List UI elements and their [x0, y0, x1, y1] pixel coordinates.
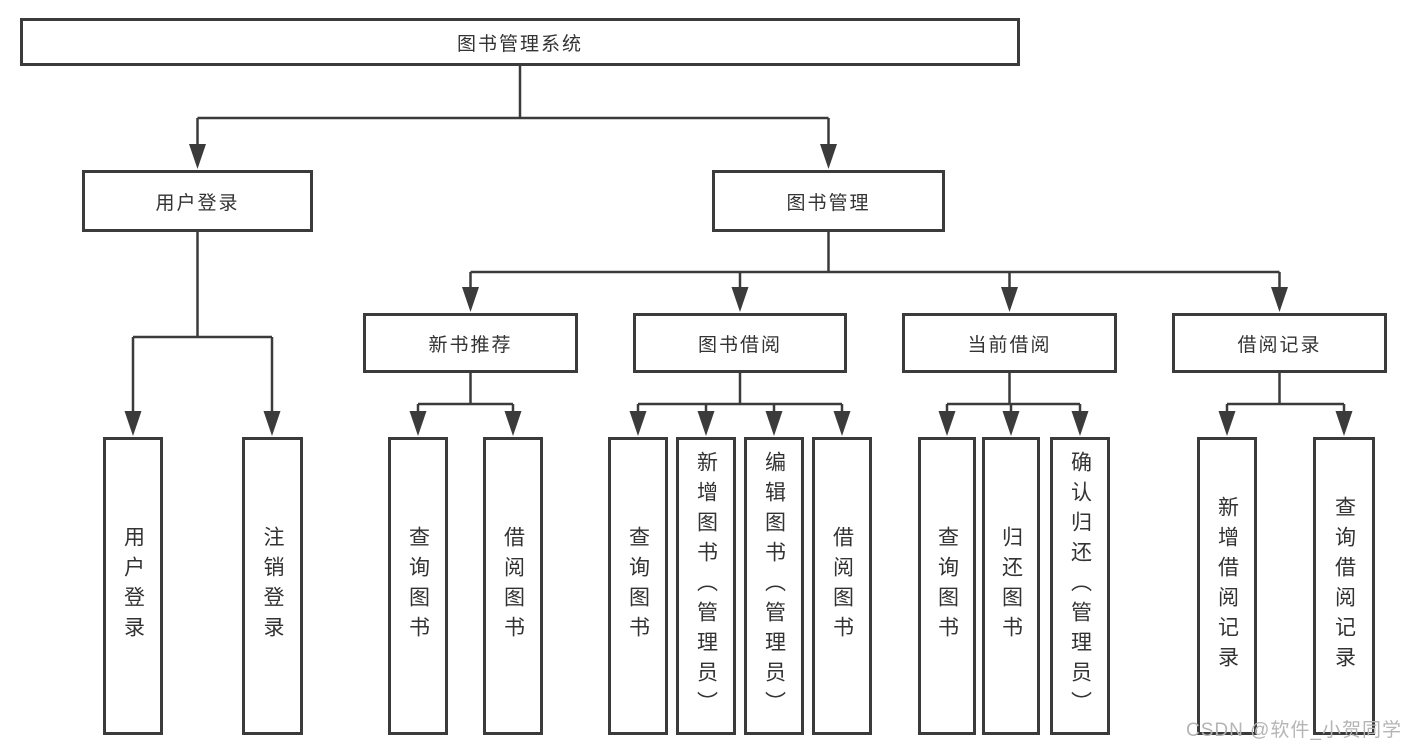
leaf-logout: 注销登录	[242, 437, 303, 735]
node-book-management-label: 图书管理	[786, 192, 871, 214]
leaf-recommend-borrow-books: 借阅图书	[483, 437, 543, 735]
leaf-recommend-borrow-books-label: 借阅图书	[501, 526, 525, 646]
leaf-logout-label: 注销登录	[261, 526, 284, 646]
leaf-borrowing-query-books: 查询图书	[608, 437, 668, 735]
connector-current-to-leaves	[938, 373, 1089, 436]
node-user-login-label: 用户登录	[155, 192, 240, 214]
node-book-borrowing: 图书借阅	[633, 313, 847, 373]
leaf-add-borrow-record: 新增借阅记录	[1197, 437, 1257, 735]
leaf-edit-books-admin-label: 编辑图书（管理员）	[762, 451, 786, 721]
leaf-recommend-query-books-label: 查询图书	[406, 526, 430, 646]
node-current-borrowing: 当前借阅	[902, 313, 1117, 373]
node-new-book-recommend-label: 新书推荐	[428, 334, 513, 356]
leaf-confirm-return-admin: 确认归还（管理员）	[1050, 437, 1110, 735]
connector-records-to-leaves	[1218, 373, 1353, 436]
node-root: 图书管理系统	[20, 18, 1020, 66]
leaf-borrowing-query-books-label: 查询图书	[626, 526, 650, 646]
leaf-add-borrow-record-label: 新增借阅记录	[1215, 496, 1239, 676]
leaf-user-login-label: 用户登录	[121, 526, 145, 646]
node-root-label: 图书管理系统	[456, 33, 583, 55]
leaf-add-books-admin: 新增图书（管理员）	[676, 437, 736, 735]
leaf-return-books: 归还图书	[982, 437, 1040, 735]
leaf-edit-books-admin: 编辑图书（管理员）	[744, 437, 804, 735]
leaf-query-borrow-record-label: 查询借阅记录	[1332, 496, 1356, 676]
connector-rec-to-leaves	[409, 373, 522, 436]
leaf-borrowing-borrow-books-label: 借阅图书	[830, 526, 854, 646]
connector-login-to-leaves	[124, 232, 281, 436]
leaf-recommend-query-books: 查询图书	[388, 437, 448, 735]
leaf-user-login: 用户登录	[103, 437, 163, 735]
leaf-add-books-admin-label: 新增图书（管理员）	[694, 451, 718, 721]
node-user-login: 用户登录	[82, 170, 313, 232]
leaf-query-borrow-record: 查询借阅记录	[1313, 437, 1375, 735]
leaf-return-books-label: 归还图书	[999, 526, 1023, 646]
connector-mgmt-to-level3	[462, 232, 1288, 312]
connector-borrow-to-leaves	[629, 373, 851, 436]
leaf-current-query-books: 查询图书	[918, 437, 976, 735]
node-borrowing-records-label: 借阅记录	[1237, 334, 1322, 356]
node-new-book-recommend: 新书推荐	[363, 313, 578, 373]
node-book-management: 图书管理	[712, 170, 945, 232]
connector-root-to-level2	[189, 66, 837, 169]
leaf-borrowing-borrow-books: 借阅图书	[812, 437, 872, 735]
csdn-watermark: CSDN @软件_小贺同学	[1186, 720, 1402, 741]
leaf-current-query-books-label: 查询图书	[935, 526, 959, 646]
node-current-borrowing-label: 当前借阅	[967, 334, 1052, 356]
node-book-borrowing-label: 图书借阅	[697, 334, 782, 356]
leaf-confirm-return-admin-label: 确认归还（管理员）	[1068, 451, 1092, 721]
node-borrowing-records: 借阅记录	[1172, 313, 1387, 373]
